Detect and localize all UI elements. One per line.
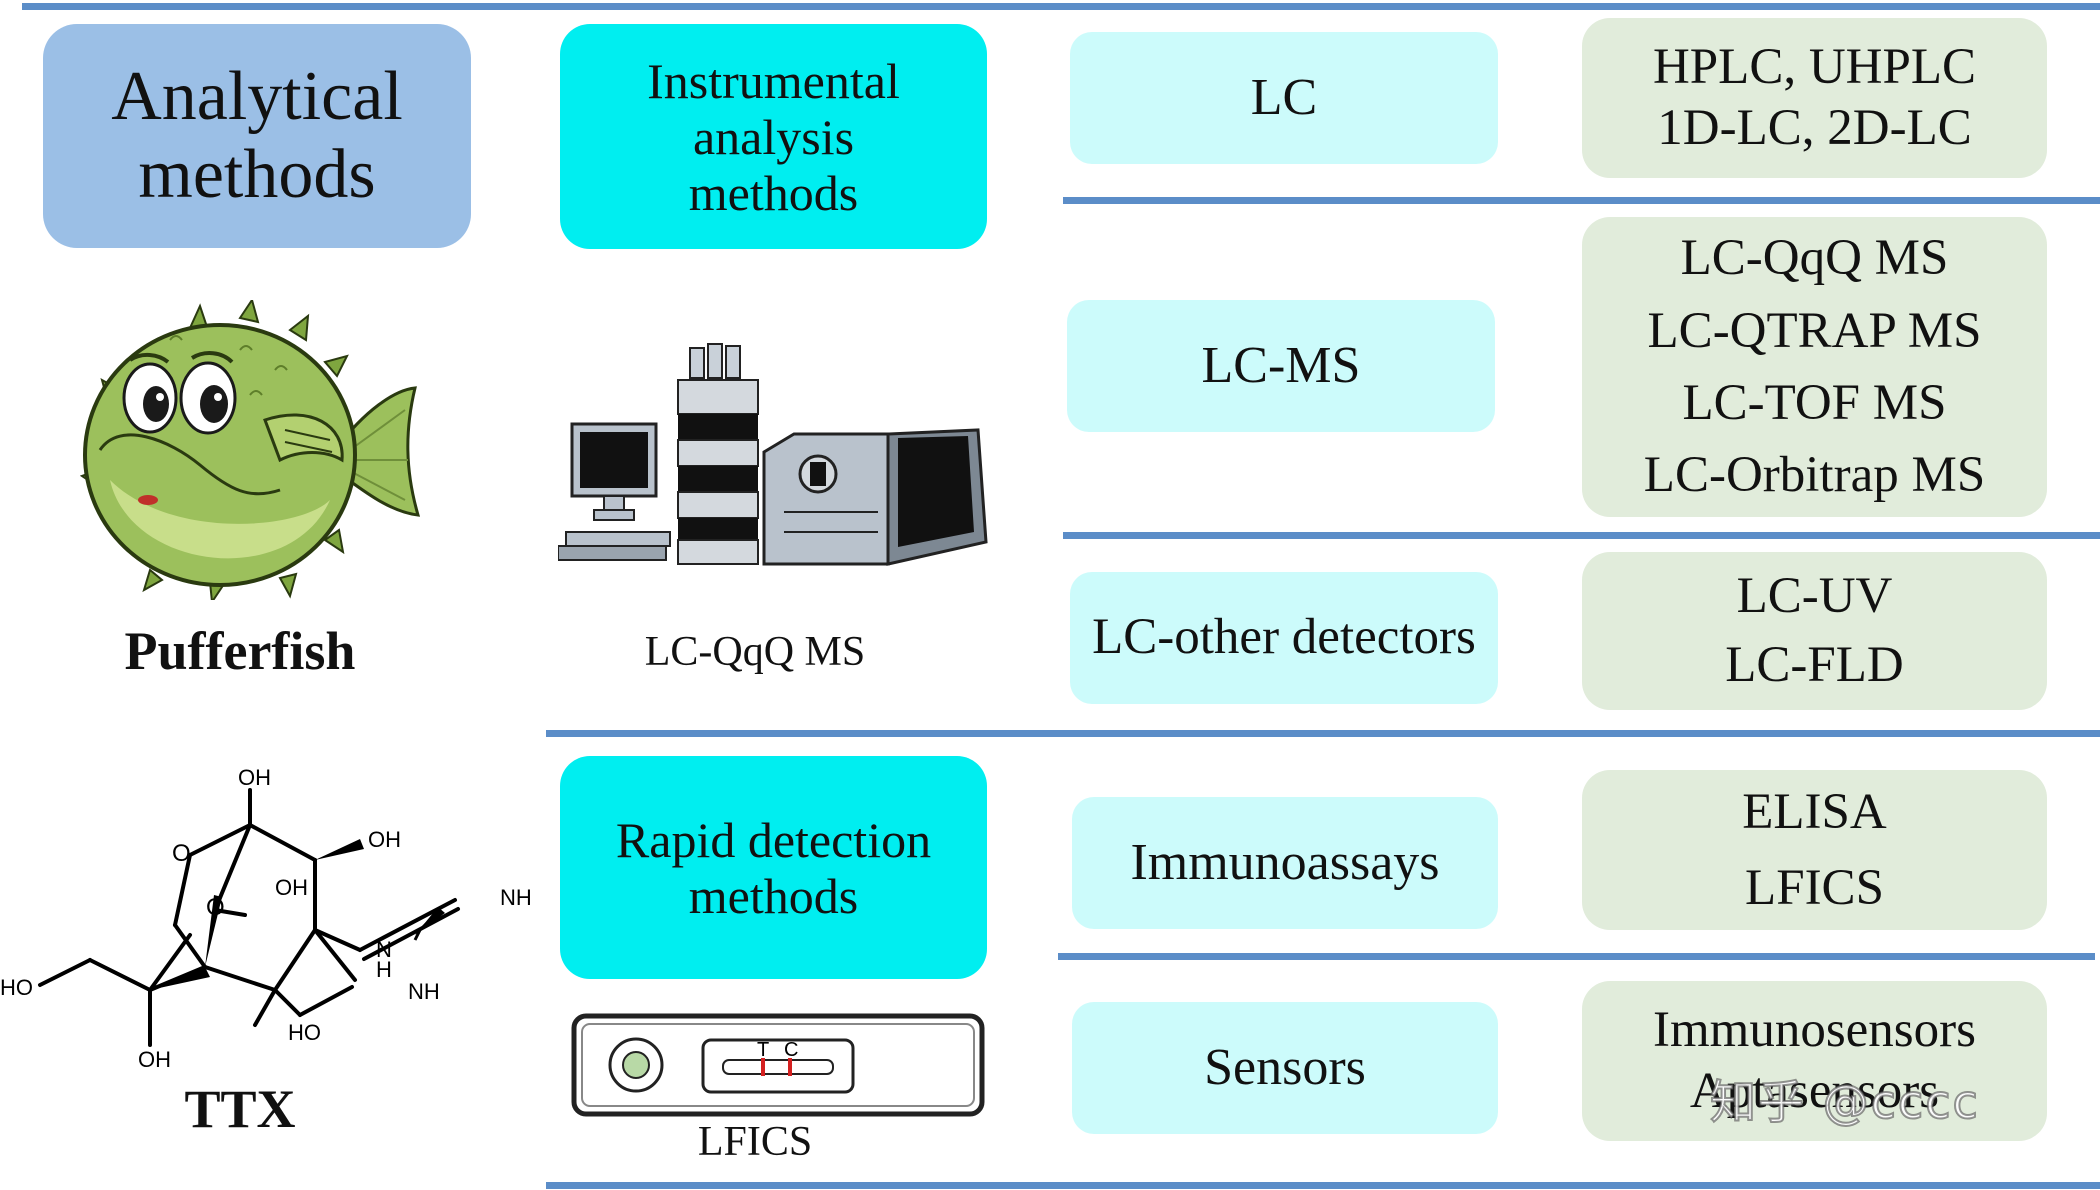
lcms-technique-4: LC-Orbitrap MS — [1643, 447, 1986, 504]
ttx-label-n: N — [376, 937, 392, 962]
instrumental-line-2: analysis — [692, 108, 855, 165]
immunoassays-label: Immunoassays — [1130, 833, 1440, 891]
ttx-label-ho-bottom: HO — [288, 1020, 321, 1045]
ttx-label-oh-top: OH — [238, 765, 271, 790]
instrumental-line-3: methods — [688, 164, 859, 221]
sensors-box: Sensors — [1072, 1002, 1498, 1134]
rule-bottom — [546, 1182, 2100, 1189]
lcms-label: LC-MS — [1201, 336, 1361, 394]
lcms-box: LC-MS — [1067, 300, 1495, 432]
lc-box: LC — [1070, 32, 1498, 164]
rule-lcms — [1063, 532, 2100, 539]
lc-technique-2: 1D-LC, 2D-LC — [1657, 100, 1972, 156]
strip-caption: LFICS — [697, 1119, 813, 1165]
lateral-flow-strip-icon: T C — [571, 1013, 985, 1117]
ttx-label-h: H — [376, 957, 392, 982]
strip-c-label: C — [784, 1039, 798, 1061]
rule-top — [22, 3, 2100, 10]
watermark-text: 知乎 @cccc — [1709, 1074, 1980, 1130]
lc-other-label: LC-other detectors — [1092, 609, 1476, 666]
immuno-techniques-box: ELISA LFICS — [1582, 770, 2047, 930]
lc-other-technique-2: LC-FLD — [1725, 637, 1904, 693]
sensor-technique-2: Aptasensors — [1689, 1063, 1940, 1119]
ttx-label-o-ring: O — [172, 840, 191, 867]
header-line-2: methods — [138, 136, 376, 213]
pufferfish-icon — [80, 300, 421, 600]
ttx-label-oh-inner: OH — [275, 875, 308, 900]
instrumental-methods-box: Instrumental analysis methods — [560, 24, 987, 249]
header-line-1: Analytical — [111, 57, 403, 135]
sensors-label: Sensors — [1204, 1038, 1366, 1096]
rule-instrumental — [546, 730, 2100, 737]
pufferfish-caption: Pufferfish — [124, 621, 356, 681]
lc-techniques-box: HPLC, UHPLC 1D-LC, 2D-LC — [1582, 18, 2047, 178]
sensor-technique-1: Immunosensors — [1653, 1001, 1976, 1058]
rapid-line-2: methods — [688, 867, 859, 924]
analytical-methods-header: Analytical methods — [43, 24, 471, 248]
ttx-label-ho-left: HO — [0, 975, 33, 1000]
instrumental-line-1: Instrumental — [647, 52, 900, 109]
lc-other-technique-1: LC-UV — [1736, 568, 1893, 625]
ttx-caption: TTX — [184, 1079, 296, 1139]
lc-other-techniques-box: LC-UV LC-FLD — [1582, 552, 2047, 710]
ttx-structure-icon: OH OH O O OH NH N H NH HO HO OH — [0, 765, 532, 1072]
lcms-technique-2: LC-QTRAP MS — [1647, 302, 1982, 359]
rapid-line-1: Rapid detection — [615, 811, 932, 868]
lc-label: LC — [1250, 68, 1318, 126]
rapid-detection-box: Rapid detection methods — [560, 756, 987, 979]
lc-ms-instrument-icon — [558, 343, 988, 566]
ttx-label-nh-lower: NH — [408, 979, 440, 1004]
immunoassays-box: Immunoassays — [1072, 797, 1498, 929]
lcms-techniques-box: LC-QqQ MS LC-QTRAP MS LC-TOF MS LC-Orbit… — [1582, 217, 2047, 517]
lcms-technique-3: LC-TOF MS — [1682, 375, 1947, 431]
strip-t-label: T — [757, 1039, 769, 1061]
sensor-techniques-box: Immunosensors Aptasensors — [1582, 981, 2047, 1141]
lc-other-detectors-box: LC-other detectors — [1070, 572, 1498, 704]
rule-immuno — [1058, 953, 2095, 960]
ttx-label-o-center: O — [206, 894, 225, 921]
instrument-caption: LC-QqQ MS — [644, 629, 866, 675]
lcms-technique-1: LC-QqQ MS — [1680, 230, 1949, 287]
ttx-label-nh-imine: NH — [500, 885, 532, 910]
ttx-label-oh-right: OH — [368, 827, 401, 852]
immuno-technique-1: ELISA — [1742, 783, 1887, 840]
lc-technique-1: HPLC, UHPLC — [1652, 38, 1977, 95]
immuno-technique-2: LFICS — [1745, 860, 1884, 916]
ttx-label-oh-bottom: OH — [138, 1047, 171, 1072]
rule-lc — [1063, 197, 2100, 204]
